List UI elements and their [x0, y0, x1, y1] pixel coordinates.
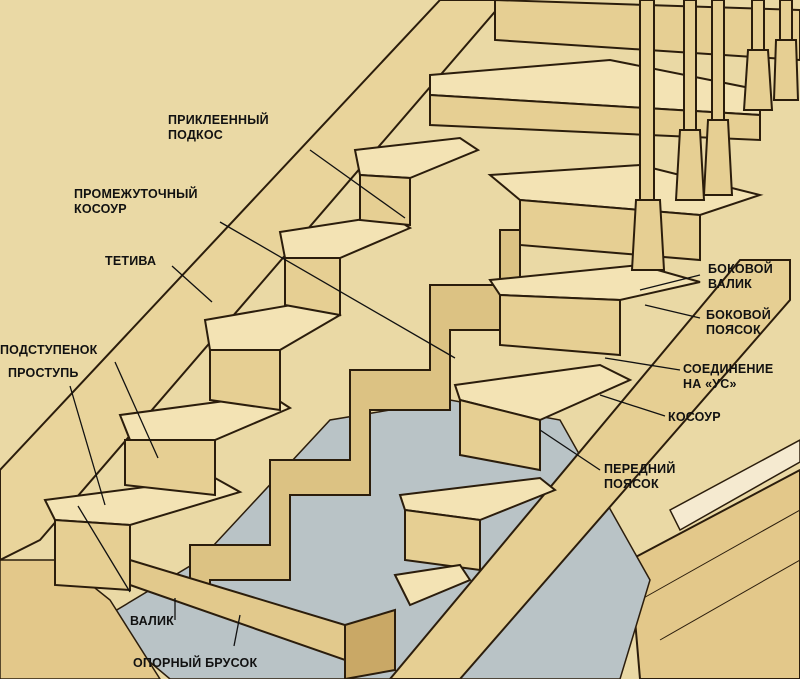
label-front-molding-line1: ПЕРЕДНИЙ — [604, 462, 676, 476]
label-middle-stringer-line1: ПРОМЕЖУТОЧНЫЙ — [74, 187, 198, 201]
floor-boards-left — [0, 559, 161, 679]
label-support-beam: ОПОРНЫЙ БРУСОК — [133, 656, 258, 670]
floor-board-line — [659, 559, 800, 641]
right-stringer — [388, 259, 791, 679]
label-middle-stringer: ПРОМЕЖУТОЧНЫЙ КОСОУР — [74, 187, 198, 217]
floor-board-line — [639, 509, 800, 601]
left-steps — [43, 136, 481, 592]
label-riser: ПОДСТУПЕНОК — [0, 343, 98, 357]
label-glued-brace-line2: ПОДКОС — [168, 128, 224, 142]
label-side-molding-line1: БОКОВОЙ — [706, 308, 771, 322]
balusters — [630, 0, 800, 271]
baseboard — [669, 439, 800, 532]
label-nosing: ВАЛИК — [130, 614, 174, 628]
label-side-nosing: БОКОВОЙ ВАЛИК — [708, 262, 773, 292]
label-side-nosing-line1: БОКОВОЙ — [708, 262, 773, 276]
leader-lines — [69, 149, 701, 647]
label-tread: ПРОСТУПЬ — [8, 366, 79, 380]
support-beam-end — [344, 608, 396, 679]
floor-boards-right — [628, 468, 800, 679]
label-glued-brace: ПРИКЛЕЕННЫЙ ПОДКОС — [168, 113, 269, 143]
label-stringer: КОСОУР — [668, 410, 721, 424]
label-side-molding-line2: ПОЯСОК — [706, 323, 761, 337]
label-miter-joint: СОЕДИНЕНИЕ НА «УС» — [683, 362, 773, 392]
label-string-board: ТЕТИВА — [105, 254, 157, 268]
label-side-nosing-line2: ВАЛИК — [708, 277, 752, 291]
label-glued-brace-line1: ПРИКЛЕЕННЫЙ — [168, 113, 269, 127]
label-miter-joint-line2: НА «УС» — [683, 377, 737, 391]
label-front-molding-line2: ПОЯСОК — [604, 477, 659, 491]
label-front-molding: ПЕРЕДНИЙ ПОЯСОК — [604, 462, 676, 492]
label-side-molding: БОКОВОЙ ПОЯСОК — [706, 308, 771, 338]
label-miter-joint-line1: СОЕДИНЕНИЕ — [683, 362, 774, 376]
label-middle-stringer-line2: КОСОУР — [74, 202, 127, 216]
